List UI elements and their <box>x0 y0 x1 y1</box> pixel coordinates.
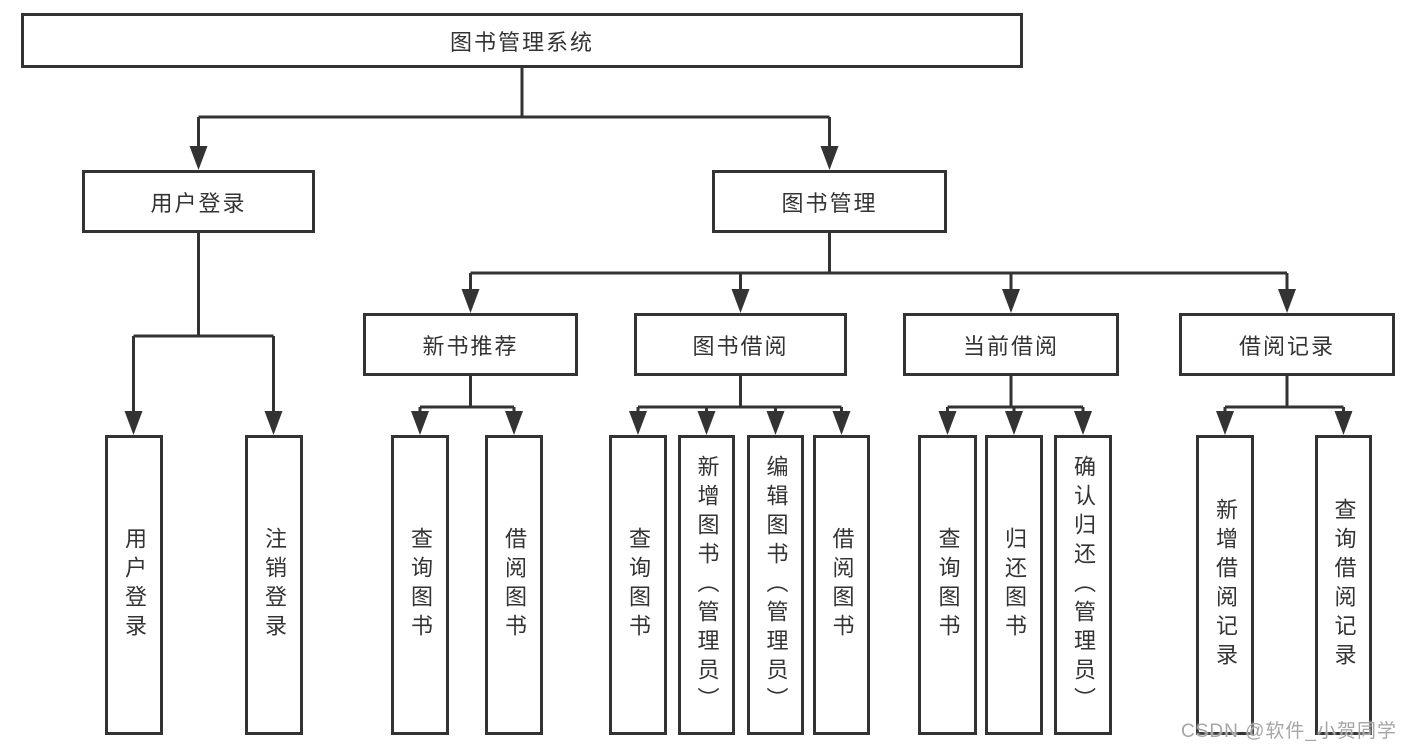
leaf-query-book-current: 查询图书 <box>918 435 977 735</box>
csdn-watermark: CSDN @软件_小贺同学 <box>1181 721 1397 742</box>
leaf-return-book: 归还图书 <box>985 435 1043 735</box>
leaf-confirm-return-admin: 确认归还（管理员） <box>1054 435 1112 735</box>
leaf-add-borrow-record: 新增借阅记录 <box>1196 435 1254 735</box>
leaf-query-book-borrow: 查询图书 <box>609 435 667 735</box>
leaf-query-book-newrec: 查询图书 <box>391 435 449 735</box>
leaf-logout-login: 注销登录 <box>245 435 303 735</box>
leaf-query-borrow-record: 查询借阅记录 <box>1315 435 1372 735</box>
leaf-user-login: 用户登录 <box>105 435 163 735</box>
node-book-borrow: 图书借阅 <box>634 313 847 376</box>
node-borrow-record: 借阅记录 <box>1179 313 1395 376</box>
leaf-borrow-book-newrec: 借阅图书 <box>485 435 543 735</box>
node-user-login: 用户登录 <box>82 170 315 233</box>
node-current-borrow: 当前借阅 <box>903 313 1119 376</box>
node-book-management: 图书管理 <box>712 170 947 233</box>
leaf-borrow-book: 借阅图书 <box>813 435 870 735</box>
leaf-add-book-admin: 新增图书（管理员） <box>678 435 735 735</box>
node-root-library-system: 图书管理系统 <box>21 13 1023 68</box>
node-new-book-recommend: 新书推荐 <box>363 313 578 376</box>
leaf-edit-book-admin: 编辑图书（管理员） <box>747 435 804 735</box>
